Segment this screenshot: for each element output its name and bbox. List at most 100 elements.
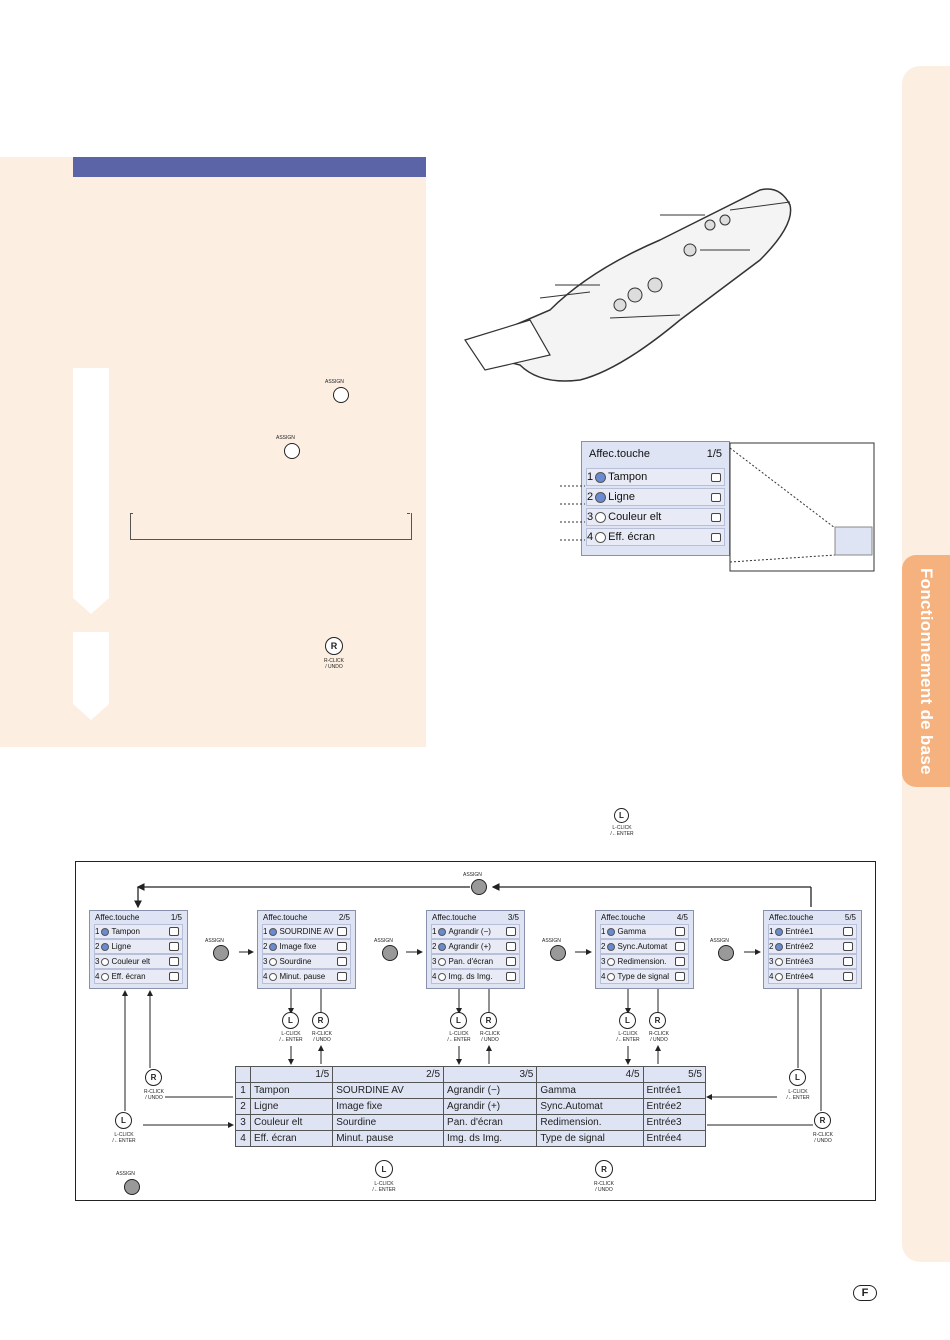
r-click-button[interactable]: R xyxy=(325,637,343,655)
l-key-label: L xyxy=(121,1116,126,1125)
break-timer-icon xyxy=(337,972,347,981)
item-number: 1 xyxy=(587,471,594,483)
table-cell: Entrée3 xyxy=(642,1114,707,1131)
item-number: 2 xyxy=(769,942,774,951)
table-header-row: 1/5 2/5 3/5 4/5 5/5 xyxy=(235,1066,707,1083)
item-label: Entrée3 xyxy=(785,957,814,966)
table-cell: Img. ds Img. xyxy=(443,1130,538,1147)
item-label: Minut. pause xyxy=(279,972,326,981)
l-click-button[interactable]: L xyxy=(282,1012,299,1029)
menu-item[interactable]: 4 Eff. écran xyxy=(586,528,725,546)
r-click-button[interactable]: R xyxy=(480,1012,497,1029)
r-click-label: R-CLICK / UNDO xyxy=(323,658,344,670)
item-radio xyxy=(775,972,784,981)
assign-label: ASSIGN xyxy=(325,379,344,385)
assign-button[interactable] xyxy=(718,945,734,961)
pan-icon xyxy=(506,957,516,966)
item-label: Eff. écran xyxy=(608,531,656,543)
item-radio xyxy=(269,972,278,981)
assign-label: ASSIGN xyxy=(463,872,482,878)
row-number: 2 xyxy=(235,1098,251,1115)
zoom-in-icon xyxy=(506,942,516,951)
item-number: 2 xyxy=(587,491,594,503)
item-number: 1 xyxy=(432,927,437,936)
item-label: Tampon xyxy=(111,927,140,936)
zoom-out-icon xyxy=(506,927,516,936)
r-click-button[interactable]: R xyxy=(595,1160,613,1178)
note-box-corner xyxy=(130,513,133,514)
r-key-label: R xyxy=(819,1116,826,1125)
l-click-button[interactable]: L xyxy=(614,808,629,823)
r-click-button[interactable]: R xyxy=(312,1012,329,1029)
l-click-button[interactable]: L xyxy=(115,1112,132,1129)
r-click-button[interactable]: R xyxy=(814,1112,831,1129)
assign-button[interactable] xyxy=(124,1179,140,1195)
item-label: Eff. écran xyxy=(111,972,146,981)
menu-item[interactable]: 3 Sourdine xyxy=(262,954,351,969)
assign-button[interactable] xyxy=(550,945,566,961)
assign-button[interactable] xyxy=(471,879,487,895)
item-number: 2 xyxy=(432,942,437,951)
r-click-label: R-CLICK / UNDO xyxy=(311,1031,332,1043)
item-number: 4 xyxy=(587,531,594,543)
step-tab-1 xyxy=(73,368,109,598)
l-click-label: L-CLICK /←ENTER xyxy=(447,1031,471,1043)
l-click-button[interactable]: L xyxy=(619,1012,636,1029)
resize-icon xyxy=(675,957,685,966)
l-click-button[interactable]: L xyxy=(450,1012,467,1029)
assign-button[interactable] xyxy=(382,945,398,961)
av-mute-icon xyxy=(337,927,347,936)
item-number: 1 xyxy=(601,927,606,936)
r-key-label: R xyxy=(317,1016,324,1025)
table-cell: Eff. écran xyxy=(249,1130,334,1147)
assignment-table: 1/5 2/5 3/5 4/5 5/5 1 Tampon SOURDINE AV… xyxy=(235,1066,707,1147)
assign-button[interactable] xyxy=(333,387,349,403)
l-click-label: L-CLICK /←ENTER xyxy=(279,1031,303,1043)
r-click-button[interactable]: R xyxy=(649,1012,666,1029)
r-click-button[interactable]: R xyxy=(145,1069,162,1086)
item-number: 3 xyxy=(263,957,268,966)
signal-type-icon xyxy=(675,972,685,981)
assign-button[interactable] xyxy=(284,443,300,459)
l-click-button[interactable]: L xyxy=(789,1069,806,1086)
table-cell: Couleur elt xyxy=(249,1114,334,1131)
assign-label: ASSIGN xyxy=(276,435,295,441)
assign-button[interactable] xyxy=(213,945,229,961)
l-click-label: L-CLICK /←ENTER xyxy=(112,1132,136,1144)
r-key-label: R xyxy=(150,1073,157,1082)
item-number: 3 xyxy=(95,957,100,966)
stamp-icon xyxy=(711,472,721,482)
l-click-button[interactable]: L xyxy=(375,1160,393,1178)
mute-icon xyxy=(337,957,347,966)
item-radio xyxy=(101,957,110,966)
item-label: Sourdine xyxy=(279,957,312,966)
item-label: Couleur elt xyxy=(608,511,662,523)
item-radio xyxy=(438,942,447,951)
l-click-label: L-CLICK /←ENTER xyxy=(616,1031,640,1043)
l-click-label: L-CLICK /←ENTER xyxy=(786,1089,810,1101)
auto-sync-icon xyxy=(675,942,685,951)
